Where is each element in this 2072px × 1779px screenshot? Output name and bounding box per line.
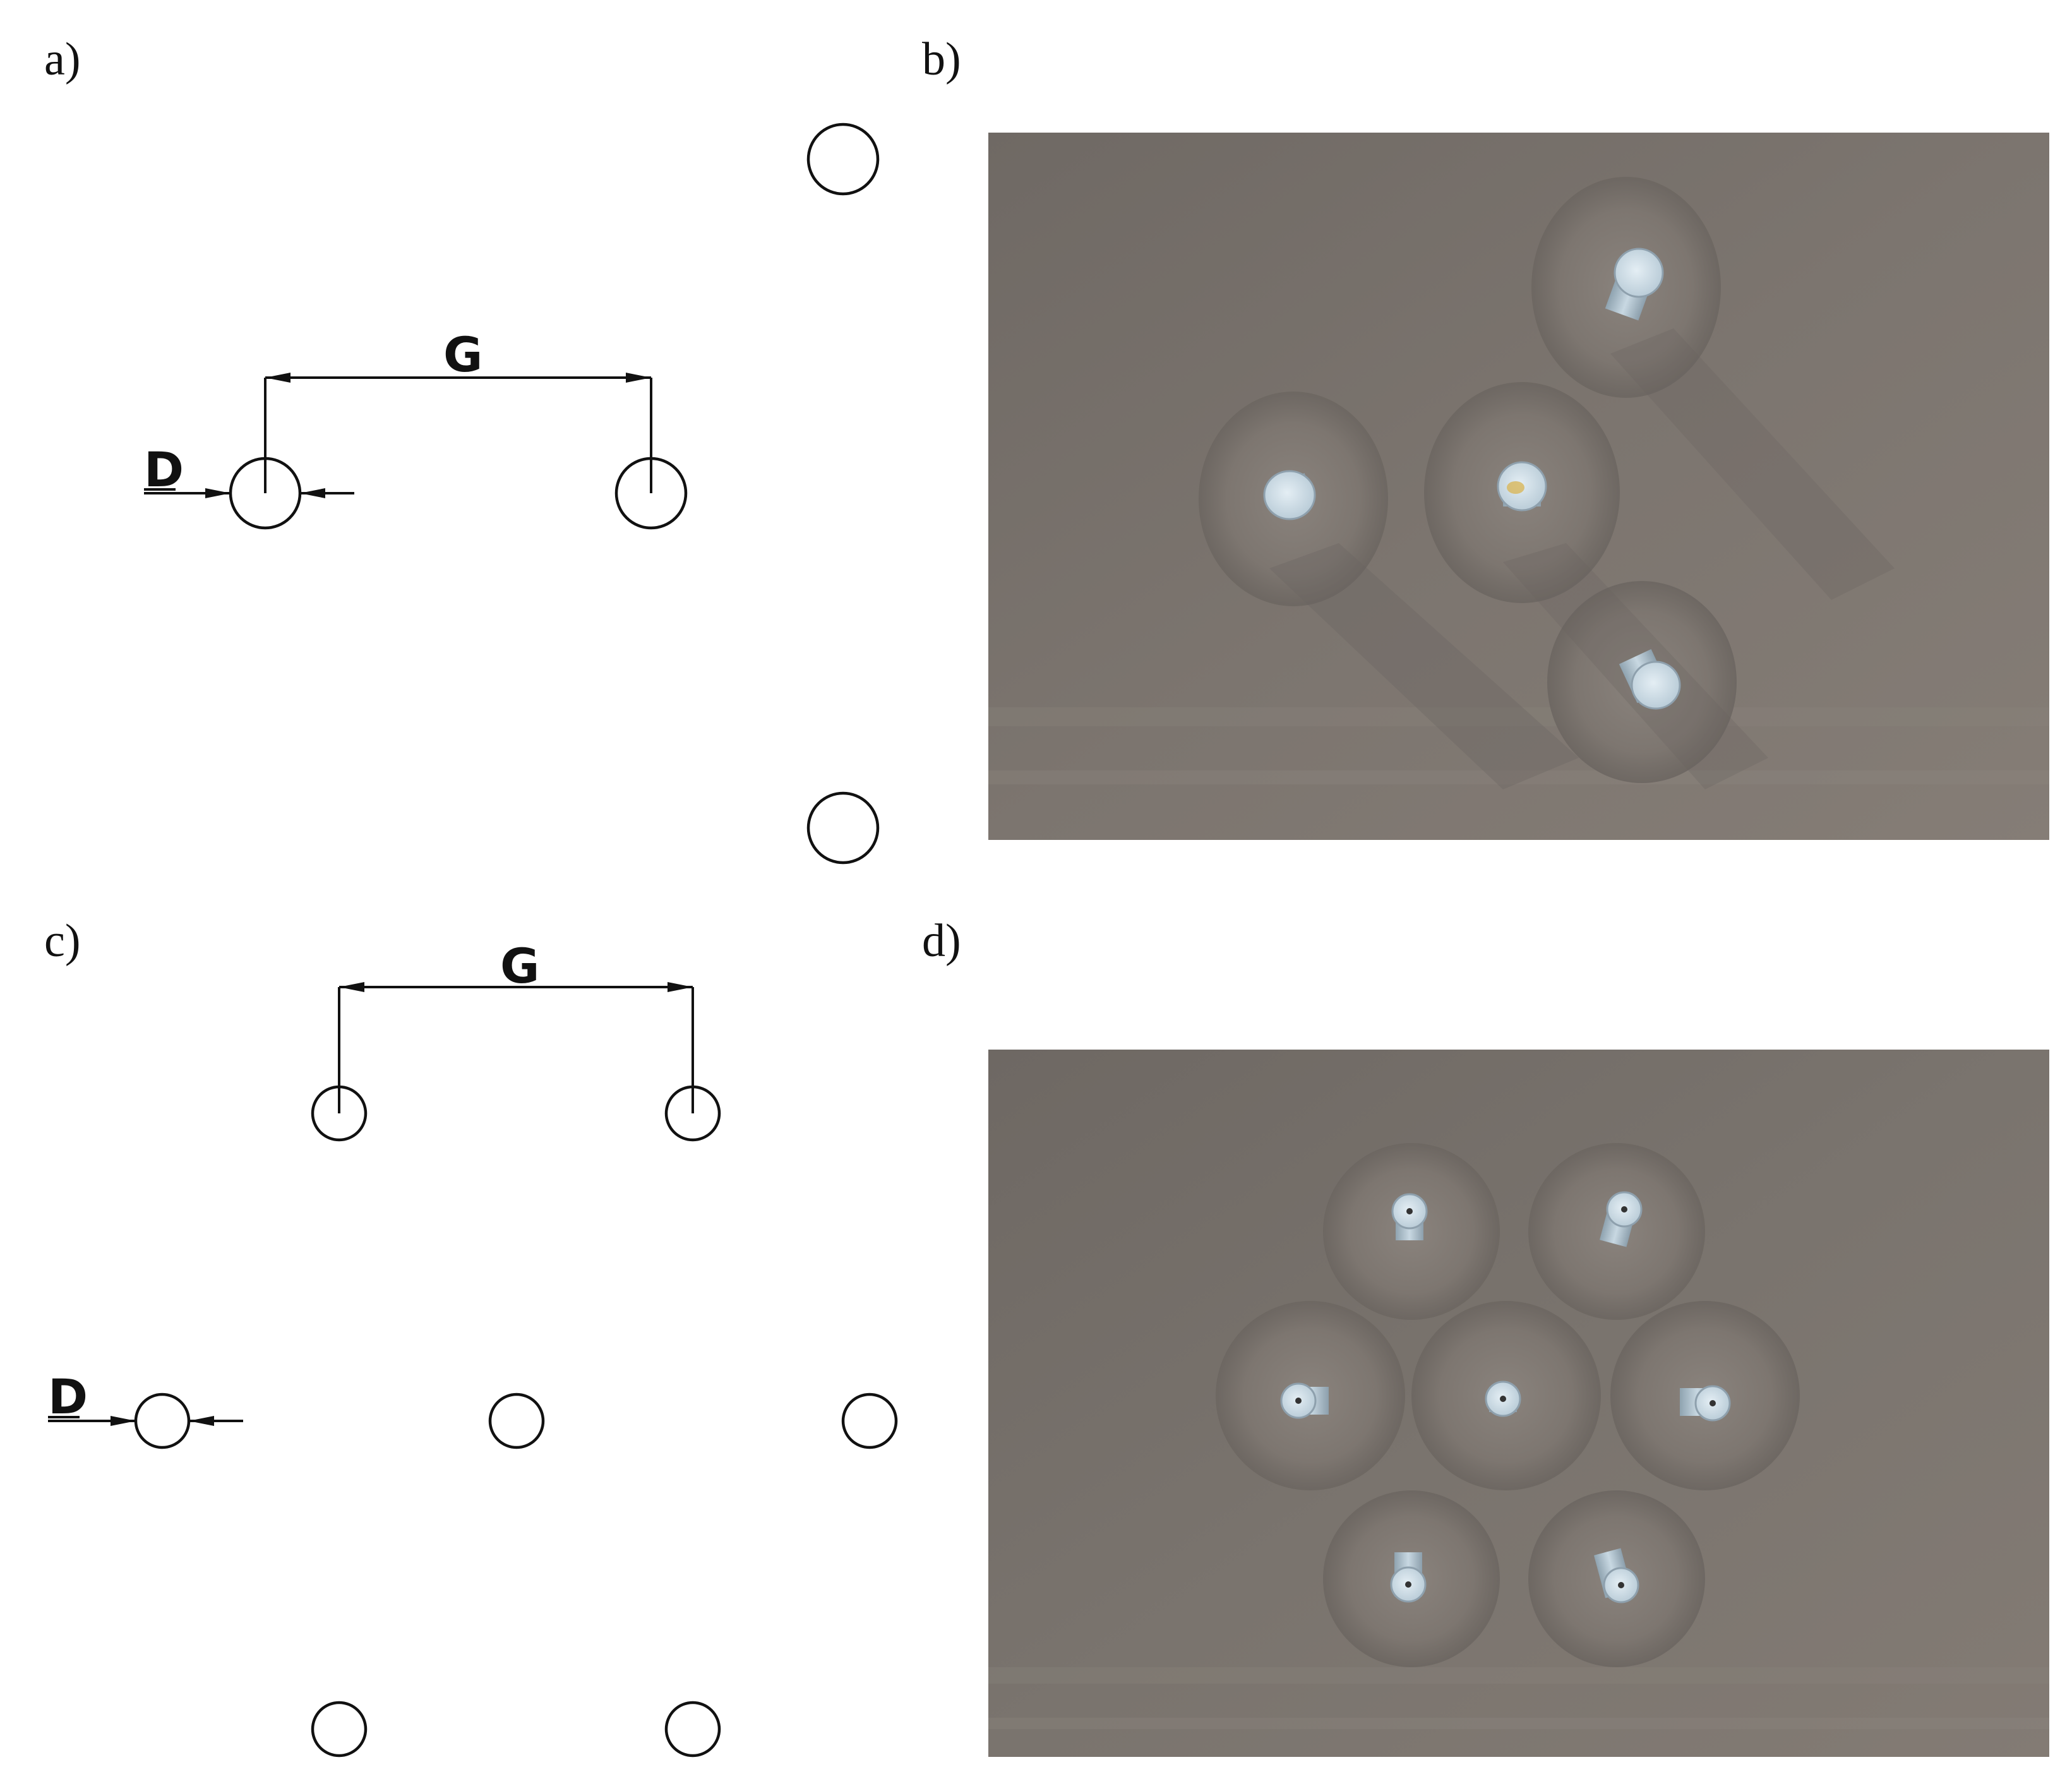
arrow-right-icon — [205, 488, 231, 498]
panel-d: d) — [922, 915, 2049, 1757]
arrow-left-icon — [339, 982, 364, 992]
pile-cylinder — [1280, 1382, 1329, 1419]
pile-circle — [311, 1701, 368, 1758]
panel-c: c) G D — [44, 915, 898, 1758]
arrow-left-icon — [300, 488, 325, 498]
panel-d-label: d) — [922, 915, 961, 967]
arrow-right-icon — [111, 1416, 136, 1426]
pile-circle — [806, 123, 880, 196]
pile-circle — [488, 1393, 545, 1449]
panel-b-label: b) — [922, 33, 961, 85]
diameter-dimension: D — [144, 441, 354, 498]
panel-c-label: c) — [44, 915, 81, 967]
photo-d — [988, 1050, 2049, 1757]
pile-circle — [134, 1393, 191, 1449]
pile-cylinder — [1605, 248, 1664, 321]
arrow-right-icon — [626, 373, 651, 383]
pile-cylinder — [1497, 461, 1547, 512]
photo-b — [988, 133, 2049, 840]
panel-b: b) — [922, 33, 2049, 840]
pile-circle — [806, 791, 880, 865]
gap-label: G — [500, 938, 539, 994]
pile-cylinder — [1263, 470, 1316, 520]
diameter-label: D — [144, 441, 184, 498]
diameter-label: D — [48, 1369, 88, 1425]
pile-cylinder — [1390, 1552, 1427, 1603]
pile-cylinder — [1593, 1548, 1639, 1603]
pile-cylinder — [1680, 1385, 1731, 1422]
pile-circle — [841, 1393, 898, 1449]
pile-cylinder — [1619, 649, 1681, 710]
gap-dimension: G — [338, 938, 694, 1113]
gap-dimension: G — [264, 326, 652, 493]
gap-label: G — [443, 326, 482, 383]
pile-cylinder — [1599, 1191, 1643, 1247]
pile-cylinder — [1391, 1193, 1428, 1240]
diameter-dimension: D — [48, 1369, 243, 1426]
arrow-right-icon — [668, 982, 693, 992]
pile-cylinder — [1485, 1381, 1521, 1417]
panel-a-label: a) — [44, 33, 81, 85]
arrow-left-icon — [189, 1416, 214, 1426]
arrow-left-icon — [265, 373, 290, 383]
panel-a: a) G D — [44, 33, 880, 865]
pile-circle — [664, 1701, 721, 1758]
